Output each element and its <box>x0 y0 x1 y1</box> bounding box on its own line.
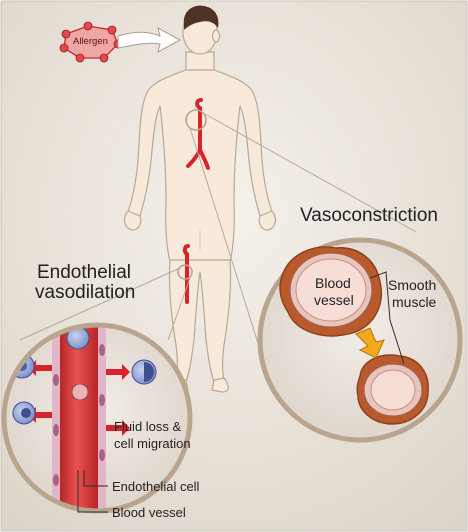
endothelial-vasodilation-heading-line2: vasodilation <box>35 282 136 303</box>
blood-vessel-bottom-label: Blood vessel <box>112 505 186 520</box>
allergen-label: Allergen <box>73 36 108 47</box>
blood-vessel-label-line1: Blood <box>315 275 351 291</box>
smooth-muscle-label-line1: Smooth <box>388 277 437 293</box>
chest-magnifier <box>185 109 207 131</box>
hair-shape <box>183 5 219 30</box>
constriction-arrow <box>355 327 385 359</box>
fluid-loss-label-line2: cell migration <box>114 436 191 451</box>
vasoconstriction-heading: Vasoconstriction <box>300 205 438 226</box>
allergen-arrow <box>117 27 182 53</box>
thigh-magnifier <box>177 264 193 280</box>
smooth-muscle-label-line2: muscle <box>392 294 437 310</box>
endothelial-cell-label: Endothelial cell <box>112 479 200 494</box>
allergen-cluster <box>59 21 123 63</box>
endothelial-vasodilation-heading-line1: Endothelial <box>37 262 132 283</box>
vasodilation-callout <box>1 322 193 514</box>
vasoconstriction-callout <box>257 237 463 443</box>
blood-vessel-label-line2: vessel <box>314 292 354 308</box>
zoom-lines <box>19 113 417 357</box>
thigh-artery <box>182 244 190 304</box>
fluid-loss-label-line1: Fluid loss & <box>114 419 182 434</box>
